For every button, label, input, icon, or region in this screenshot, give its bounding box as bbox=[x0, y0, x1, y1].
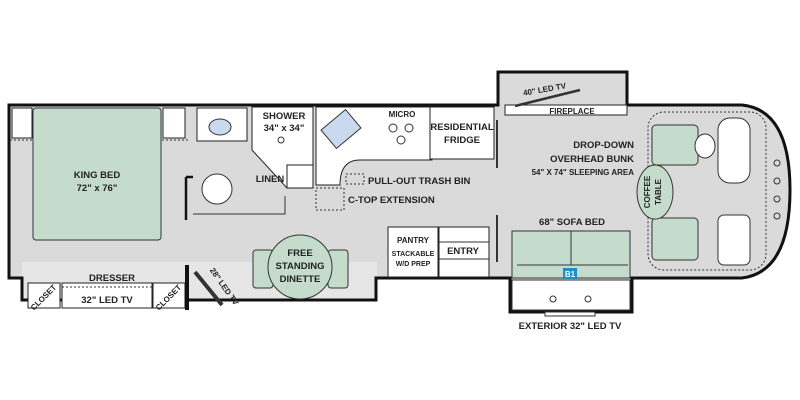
shower-size: 34" x 34" bbox=[264, 123, 305, 134]
bed-size: 72" x 76" bbox=[77, 183, 118, 194]
shower-label: SHOWER bbox=[263, 111, 306, 122]
sink-icon bbox=[208, 118, 232, 136]
tv-40-icon bbox=[514, 88, 581, 108]
coffee-label-2: TABLE bbox=[654, 178, 663, 205]
entry-steps[interactable] bbox=[438, 226, 490, 278]
dresser-label: DRESSER bbox=[89, 273, 135, 284]
tv-28-icon bbox=[193, 270, 224, 307]
bunk-label-2: OVERHEAD BUNK bbox=[550, 154, 634, 165]
outer-wall bbox=[7, 70, 792, 314]
tv-32-label: 32" LED TV bbox=[81, 295, 133, 306]
cab-area bbox=[647, 111, 767, 271]
coffee-label: COFFEE bbox=[643, 175, 652, 208]
burner-icon bbox=[388, 123, 398, 133]
badge-label: B1 bbox=[565, 270, 576, 279]
ctop-label: C-TOP EXTENSION bbox=[348, 195, 435, 206]
linen-label: LINEN bbox=[256, 174, 285, 185]
closet-left bbox=[27, 282, 61, 309]
nightstand-left bbox=[11, 107, 33, 139]
bunk-label-3: 54" X 74" SLEEPING AREA bbox=[532, 168, 635, 177]
cab-seat bbox=[717, 117, 751, 184]
pantry-label: PANTRY bbox=[397, 236, 430, 245]
dinette-label-3: DINETTE bbox=[280, 274, 321, 285]
exterior-tv-icon bbox=[544, 311, 596, 317]
pantry-label-3: W/D PREP bbox=[396, 261, 431, 268]
trash-label: PULL-OUT TRASH BIN bbox=[368, 176, 471, 187]
badge bbox=[563, 268, 577, 279]
king-bed[interactable] bbox=[32, 107, 162, 241]
burner-icon bbox=[404, 123, 414, 133]
nightstand-right bbox=[162, 107, 186, 139]
linen-cabinet bbox=[286, 164, 314, 189]
bunk-label: DROP-DOWN bbox=[573, 140, 634, 151]
exterior-tv-label: EXTERIOR 32" LED TV bbox=[519, 321, 622, 332]
burner-icon bbox=[396, 135, 406, 145]
cab-seat bbox=[717, 214, 751, 266]
closet-right bbox=[152, 282, 186, 309]
fridge-label: RESIDENTIAL bbox=[430, 122, 494, 133]
fireplace-label: FIREPLACE bbox=[549, 107, 595, 116]
pantry bbox=[387, 226, 439, 278]
toilet-icon bbox=[201, 173, 233, 205]
entry-label: ENTRY bbox=[447, 246, 480, 257]
sofa-label: 68" SOFA BED bbox=[539, 217, 605, 228]
pantry-label-2: STACKABLE bbox=[392, 251, 435, 258]
sink-icon bbox=[320, 108, 362, 150]
dinette-table[interactable] bbox=[267, 234, 333, 300]
steering-wheel-icon bbox=[694, 133, 716, 159]
coffee-table[interactable] bbox=[636, 164, 674, 220]
bed-title: KING BED bbox=[74, 170, 121, 181]
driver-seat[interactable] bbox=[651, 124, 699, 166]
fridge-label-2: FRIDGE bbox=[444, 135, 480, 146]
dinette-label-2: STANDING bbox=[276, 261, 325, 272]
micro-label: MICRO bbox=[389, 110, 416, 119]
dinette-label: FREE bbox=[287, 248, 312, 259]
passenger-seat[interactable] bbox=[651, 217, 699, 261]
residential-fridge bbox=[429, 106, 495, 160]
